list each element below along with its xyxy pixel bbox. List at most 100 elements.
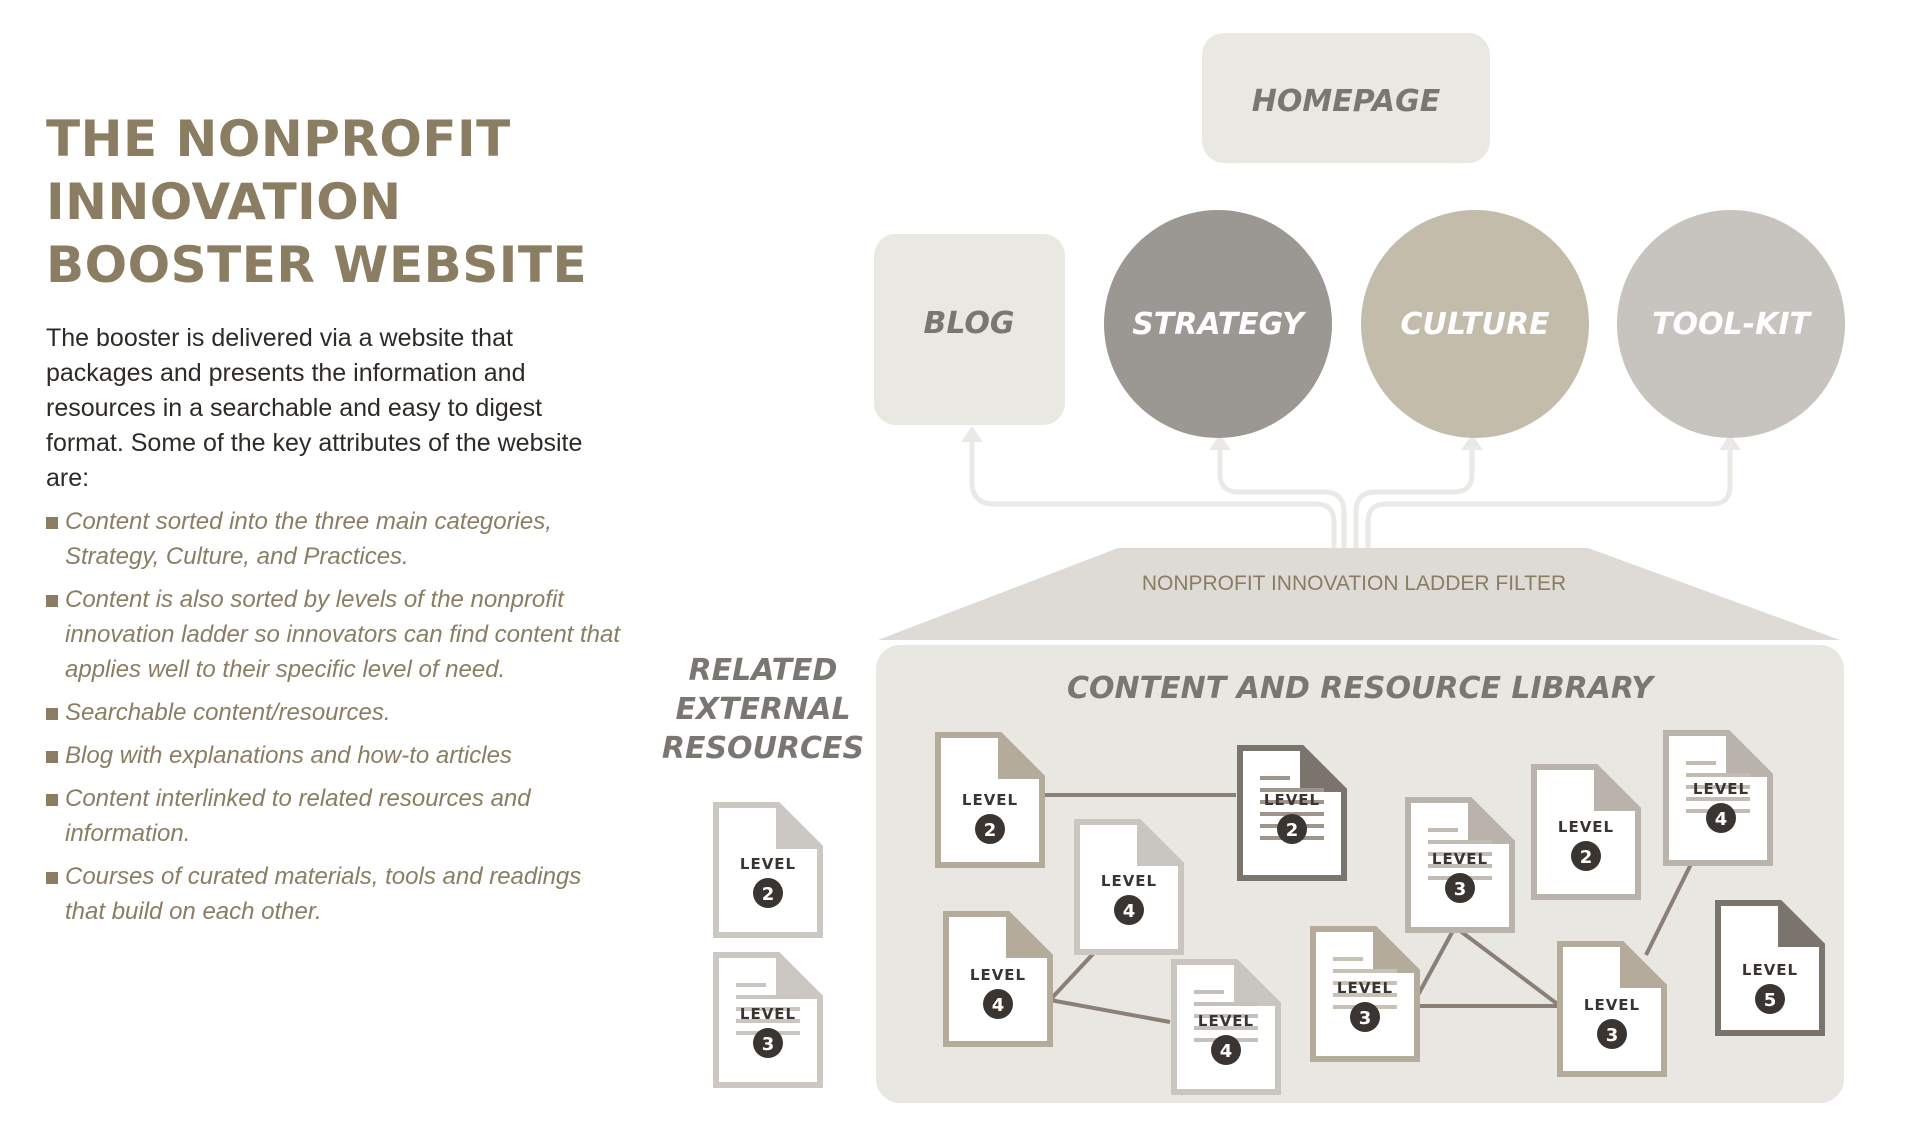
arrow-to-blog	[969, 433, 1337, 551]
level-word: LEVEL	[1742, 961, 1798, 979]
level-badge	[1706, 803, 1736, 833]
attribute-item: Content sorted into the three main categ…	[46, 504, 626, 574]
arrow-to-strategy	[1217, 441, 1347, 551]
square-bullet-icon	[46, 595, 58, 607]
library-doc[interactable]: LEVEL 2	[1531, 764, 1641, 900]
ladder-filter: NONPROFIT INNOVATION LADDER FILTER	[878, 548, 1840, 640]
level-word: LEVEL	[1558, 818, 1614, 836]
page-fold	[1300, 748, 1344, 792]
attribute-item: Searchable content/resources.	[46, 695, 626, 730]
link-line	[1049, 998, 1171, 1024]
library-doc[interactable]: LEVEL 2	[1237, 745, 1347, 881]
level-number: 3	[1454, 879, 1467, 900]
level-number: 4	[1715, 809, 1728, 830]
page-fold	[1234, 962, 1278, 1006]
page-fold	[1468, 800, 1512, 844]
level-word: LEVEL	[962, 791, 1018, 809]
page-fold	[776, 805, 820, 849]
page-fold	[776, 955, 820, 999]
library-doc[interactable]: LEVEL 4	[1663, 730, 1773, 866]
square-bullet-icon	[46, 517, 58, 529]
homepage-node[interactable]: HOMEPAGE	[1202, 33, 1490, 163]
level-number: 4	[992, 995, 1005, 1016]
blog-node[interactable]: BLOG	[874, 234, 1065, 425]
level-badge	[1114, 895, 1144, 925]
level-badge	[1211, 1035, 1241, 1065]
library-doc[interactable]: LEVEL 4	[943, 911, 1053, 1047]
level-number: 3	[762, 1034, 775, 1055]
attribute-list: Content sorted into the three main categ…	[46, 504, 626, 929]
related-doc[interactable]: LEVEL 3	[713, 952, 823, 1088]
blog-label: BLOG	[923, 306, 1014, 341]
level-number: 2	[1286, 820, 1299, 841]
page-fold	[998, 735, 1042, 779]
level-number: 3	[1606, 1025, 1619, 1046]
attribute-text: Blog with explanations and how-to articl…	[65, 742, 512, 769]
title-line: BOOSTER WEBSITE	[46, 236, 588, 294]
square-bullet-icon	[46, 872, 58, 884]
arrowhead-icon	[1209, 434, 1231, 450]
toolkit-circle	[1617, 210, 1845, 438]
level-badge	[1350, 1002, 1380, 1032]
related-title-line: RESOURCES	[662, 731, 864, 766]
attribute-text: Courses of curated materials, tools and …	[65, 863, 582, 925]
page-fold	[1594, 767, 1638, 811]
level-word: LEVEL	[1101, 872, 1157, 890]
attribute-text: Content sorted into the three main categ…	[65, 508, 552, 570]
attribute-item: Content interlinked to related resources…	[46, 781, 626, 851]
culture-label: CULTURE	[1401, 307, 1550, 342]
related-title-line: EXTERNAL	[675, 692, 850, 727]
strategy-label: STRATEGY	[1132, 307, 1307, 342]
level-badge	[983, 989, 1013, 1019]
culture-circle	[1361, 210, 1589, 438]
arrowhead-icon	[1719, 434, 1741, 450]
page-fold	[1778, 903, 1822, 947]
attribute-item: Content is also sorted by levels of the …	[46, 582, 626, 687]
library-doc[interactable]: LEVEL 4	[1074, 819, 1184, 955]
level-number: 2	[1580, 847, 1593, 868]
toolkit-label: TOOL-KIT	[1652, 307, 1812, 342]
title-line: THE NONPROFIT	[46, 110, 511, 168]
level-number: 2	[762, 884, 775, 905]
category-toolkit[interactable]: TOOL-KIT	[1617, 210, 1845, 438]
library-doc[interactable]: LEVEL 3	[1310, 926, 1420, 1062]
link-triangle	[1408, 924, 1566, 1008]
arrowheads	[961, 426, 1741, 450]
arrow-to-culture	[1353, 441, 1475, 551]
attribute-item: Blog with explanations and how-to articl…	[46, 738, 626, 773]
level-word: LEVEL	[1198, 1012, 1254, 1030]
level-word: LEVEL	[1432, 850, 1488, 868]
level-word: LEVEL	[740, 855, 796, 873]
attribute-text: Content interlinked to related resources…	[65, 785, 531, 847]
level-word: LEVEL	[1693, 780, 1749, 798]
level-word: LEVEL	[740, 1005, 796, 1023]
level-badge	[1277, 814, 1307, 844]
square-bullet-icon	[46, 794, 58, 806]
library-doc[interactable]: LEVEL 3	[1557, 941, 1667, 1077]
library-doc[interactable]: LEVEL 2	[935, 732, 1045, 868]
square-bullet-icon	[46, 708, 58, 720]
ladder-filter-label: NONPROFIT INNOVATION LADDER FILTER	[1142, 572, 1566, 595]
level-badge	[1597, 1019, 1627, 1049]
page-title: THE NONPROFIT INNOVATION BOOSTER WEBSITE	[46, 108, 626, 297]
level-badge	[753, 878, 783, 908]
related-title-line: RELATED	[689, 653, 838, 688]
arrowhead-icon	[961, 426, 983, 442]
category-strategy[interactable]: STRATEGY	[1104, 210, 1332, 438]
library-doc[interactable]: LEVEL 5	[1715, 900, 1825, 1036]
related-doc[interactable]: LEVEL 2	[713, 802, 823, 938]
library-title: CONTENT AND RESOURCE LIBRARY	[1067, 671, 1656, 706]
attribute-text: Content is also sorted by levels of the …	[65, 586, 621, 683]
strategy-circle	[1104, 210, 1332, 438]
library-doc[interactable]: LEVEL 4	[1171, 959, 1281, 1095]
level-word: LEVEL	[970, 966, 1026, 984]
page-fold	[1620, 944, 1664, 988]
category-culture[interactable]: CULTURE	[1361, 210, 1589, 438]
level-badge	[1445, 873, 1475, 903]
level-badge	[753, 1028, 783, 1058]
title-line: INNOVATION	[46, 173, 402, 231]
link-line	[1644, 859, 1695, 956]
level-badge	[1755, 984, 1785, 1014]
library-doc[interactable]: LEVEL 3	[1405, 797, 1515, 933]
